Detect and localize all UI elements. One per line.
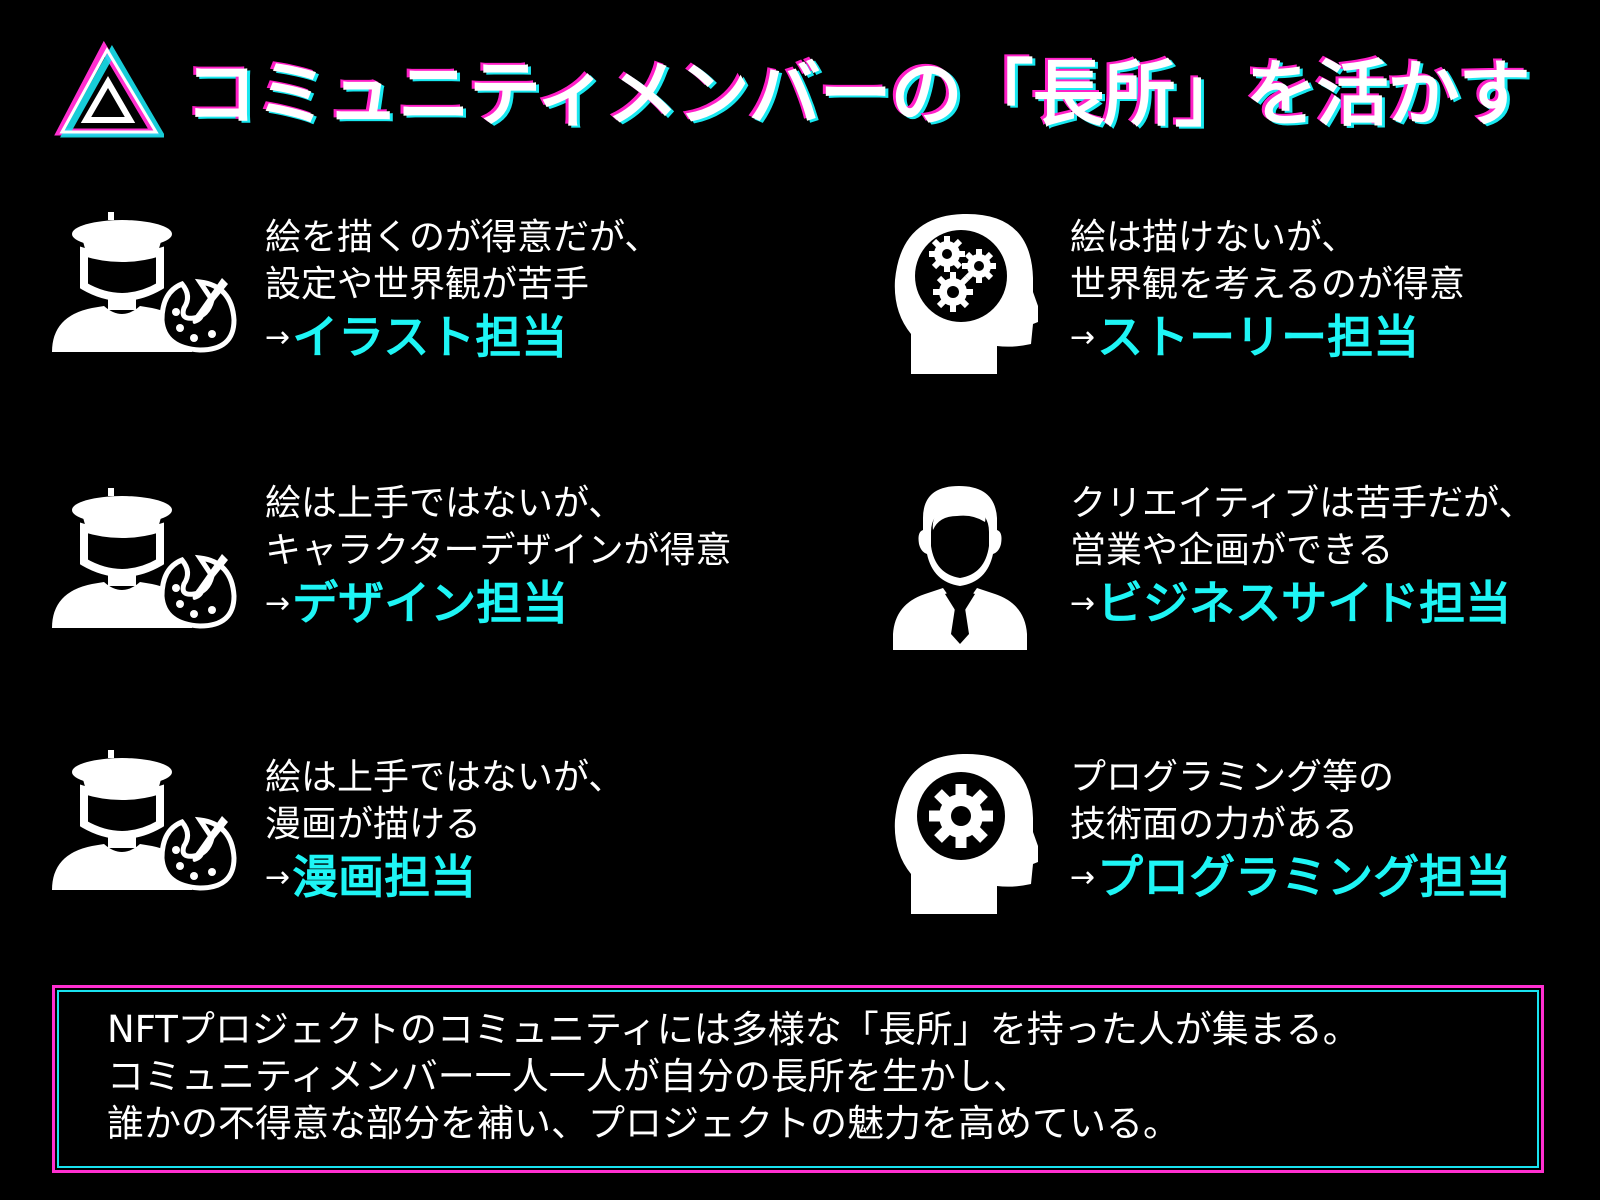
- member-description-line: 漫画が描ける: [265, 804, 482, 845]
- role-label: 漫画担当: [292, 850, 477, 904]
- role-label: ストーリー担当: [1097, 310, 1420, 364]
- member-description-line: 絵は上手ではないが、: [265, 757, 625, 798]
- member-description-line: 技術面の力がある: [1070, 804, 1359, 845]
- member-description-line: キャラクターデザインが得意: [265, 530, 732, 571]
- artist-palette-icon: [52, 212, 237, 353]
- member-role: →漫画担当: [265, 848, 624, 907]
- arrow-icon: →: [1070, 860, 1096, 895]
- member-role: →ビジネスサイド担当: [1070, 574, 1534, 633]
- artist-palette-icon: [52, 488, 237, 629]
- businessman-icon: [893, 486, 1027, 650]
- role-label: イラスト担当: [292, 310, 568, 364]
- member-description-line: 設定や世界観が苦手: [265, 264, 590, 305]
- arrow-icon: →: [265, 586, 291, 621]
- role-label: デザイン担当: [292, 576, 569, 630]
- arrow-icon: →: [1070, 320, 1096, 355]
- summary-line: コミュニティメンバー一人一人が自分の長所を生かし、: [107, 1055, 1030, 1098]
- member-role: →ストーリー担当: [1070, 308, 1465, 367]
- member-role: →イラスト担当: [265, 308, 660, 367]
- summary-text: NFTプロジェクトのコミュニティには多様な「長所」を持った人が集まる。 コミュニ…: [107, 1006, 1360, 1147]
- head-gear-icon: [894, 753, 1038, 914]
- arrow-icon: →: [265, 860, 291, 895]
- member-description-line: 営業や企画ができる: [1070, 530, 1394, 571]
- member-description-line: 絵は上手ではないが、: [265, 483, 625, 524]
- triangle-logo-icon: [54, 40, 164, 138]
- arrow-icon: →: [1070, 586, 1096, 621]
- member-description-line: 絵は描けないが、: [1070, 217, 1358, 258]
- member-description-line: 絵を描くのが得意だが、: [265, 217, 661, 258]
- member-role: →プログラミング担当: [1070, 848, 1511, 907]
- head-gears-icon: [894, 213, 1038, 374]
- member-description-line: クリエイティブは苦手だが、: [1070, 483, 1535, 524]
- summary-box: NFTプロジェクトのコミュニティには多様な「長所」を持った人が集まる。 コミュニ…: [52, 985, 1544, 1173]
- role-label: ビジネスサイド担当: [1097, 576, 1512, 630]
- page-title: コミュニティメンバーの「長所」を活かす: [185, 52, 1531, 136]
- role-label: プログラミング担当: [1097, 850, 1512, 904]
- summary-line: NFTプロジェクトのコミュニティには多様な「長所」を持った人が集まる。: [107, 1008, 1360, 1051]
- artist-palette-icon: [52, 750, 237, 891]
- arrow-icon: →: [265, 320, 291, 355]
- summary-line: 誰かの不得意な部分を補い、プロジェクトの魅力を高めている。: [107, 1102, 1180, 1145]
- member-role: →デザイン担当: [265, 574, 732, 633]
- member-description-line: プログラミング等の: [1070, 757, 1395, 798]
- member-description-line: 世界観を考えるのが得意: [1070, 264, 1465, 305]
